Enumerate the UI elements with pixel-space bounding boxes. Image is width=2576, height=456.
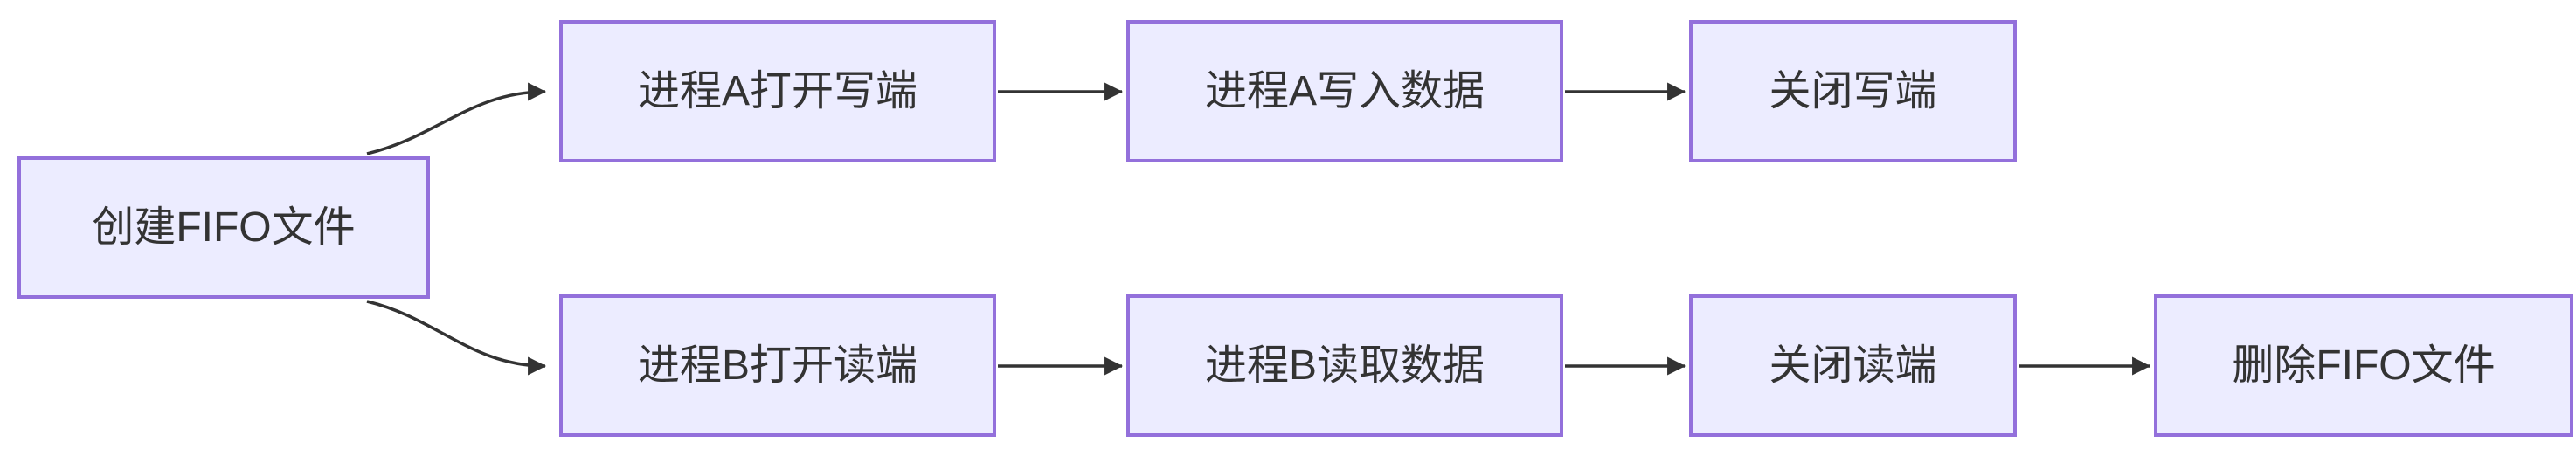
node-process-b-open-read-end: 进程B打开读端 — [559, 294, 996, 437]
node-process-a-open-write-end: 进程A打开写端 — [559, 20, 996, 162]
node-label: 进程B读取数据 — [1204, 342, 1485, 389]
node-process-b-read-data: 进程B读取数据 — [1126, 294, 1563, 437]
node-close-read-end: 关闭读端 — [1689, 294, 2017, 437]
node-delete-fifo-file: 删除FIFO文件 — [2154, 294, 2573, 437]
node-label: 删除FIFO文件 — [2232, 342, 2496, 389]
node-label: 进程A打开写端 — [637, 67, 918, 114]
node-label: 关闭读端 — [1769, 342, 1937, 389]
node-close-write-end: 关闭写端 — [1689, 20, 2017, 162]
node-label: 进程B打开读端 — [637, 342, 918, 389]
node-label: 创建FIFO文件 — [92, 204, 356, 251]
edge-create-to-process-b-open-arrow — [366, 300, 547, 376]
edge-create-to-process-a-open-arrow — [366, 82, 547, 155]
node-create-fifo-file: 创建FIFO文件 — [17, 156, 430, 299]
node-label: 进程A写入数据 — [1204, 67, 1485, 114]
node-label: 关闭写端 — [1769, 67, 1937, 114]
node-process-a-write-data: 进程A写入数据 — [1126, 20, 1563, 162]
